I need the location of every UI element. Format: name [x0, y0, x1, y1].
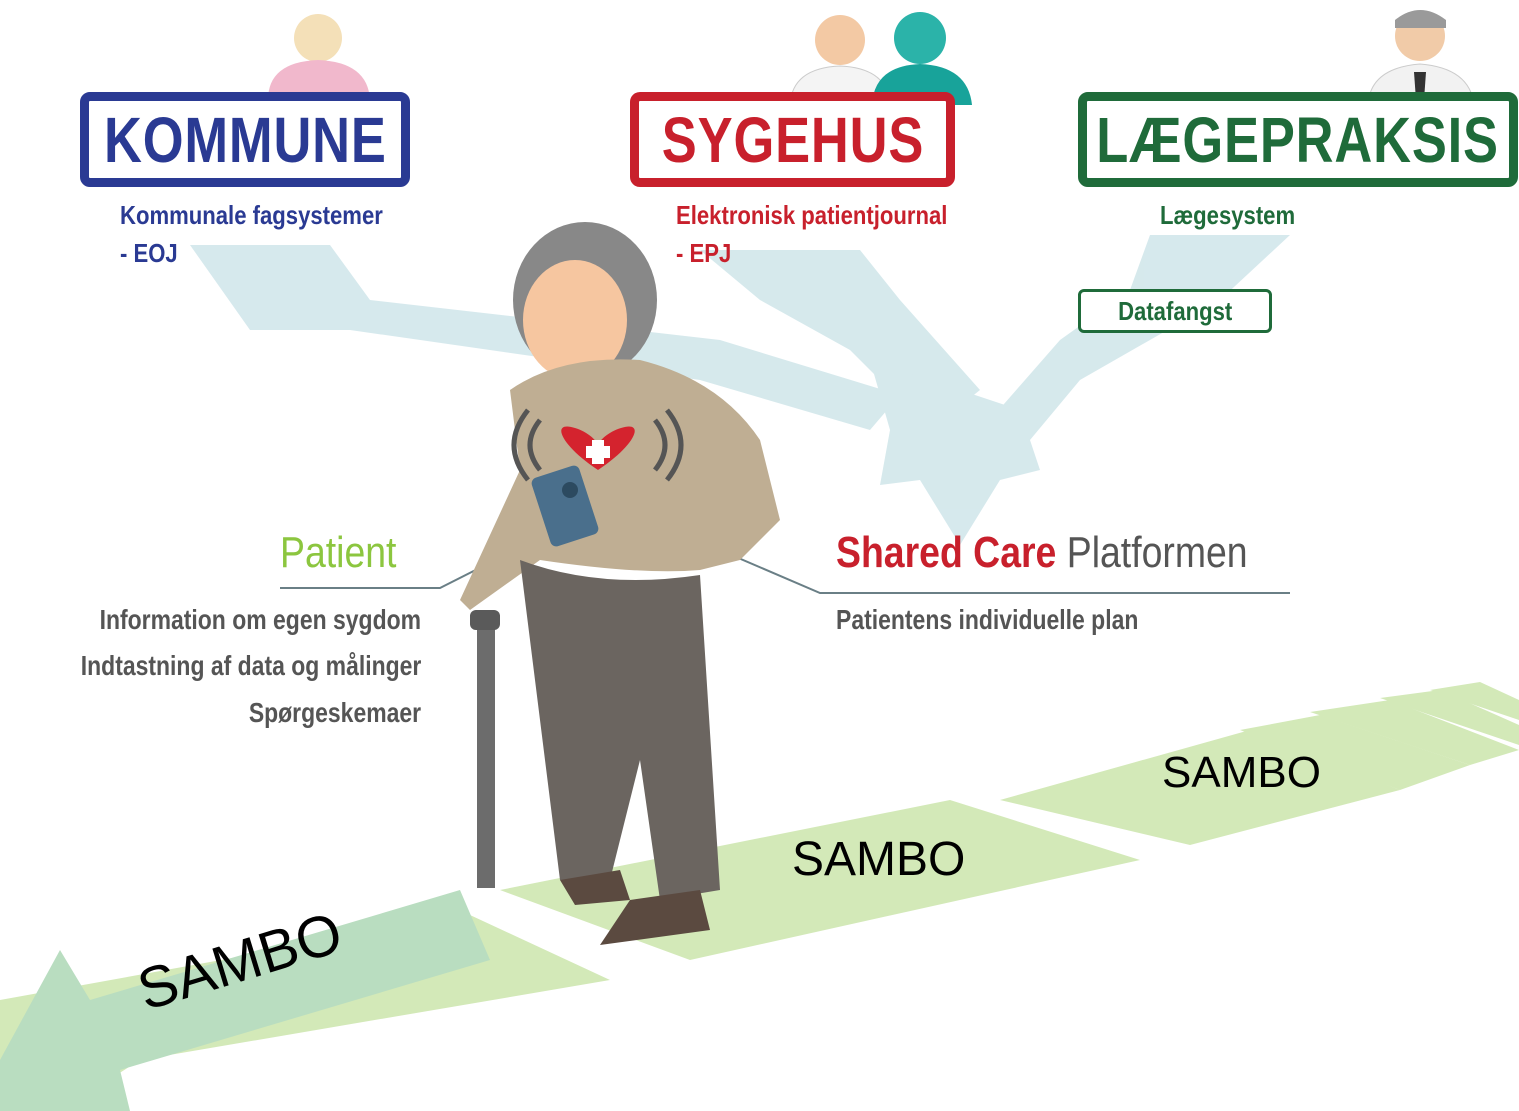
patient-item-1: Information om egen sygdom: [99, 604, 421, 635]
datafangst-box: Datafangst: [1078, 289, 1272, 333]
platform-label-part2: Platformen: [1066, 528, 1248, 577]
kommune-person-icon: [268, 14, 370, 100]
sambo-arrow: [0, 890, 490, 1111]
patient-item-3: Spørgeskemaer: [248, 697, 421, 728]
path-tiles: [0, 682, 1519, 1111]
datafangst-label: Datafangst: [1117, 295, 1233, 326]
kommune-box: KOMMUNE: [80, 92, 410, 187]
laegepraksis-box: LÆGEPRAKSIS: [1078, 92, 1518, 187]
platform-label-part1: Shared Care: [836, 528, 1057, 577]
kommune-system-line2: - EOJ: [120, 238, 178, 268]
sygehus-box: SYGEHUS: [630, 92, 955, 187]
kommune-system-line1: Kommunale fagsystemer: [120, 200, 383, 230]
platform-description: Patientens individuelle plan: [836, 604, 1139, 635]
platform-label: Shared Care Platformen: [836, 528, 1248, 578]
laegepraksis-title: LÆGEPRAKSIS: [1096, 103, 1500, 176]
kommune-title: KOMMUNE: [103, 103, 387, 176]
sambo-label-middle: SAMBO: [792, 833, 966, 886]
doctor-icon: [1367, 10, 1475, 106]
sygehus-title: SYGEHUS: [661, 103, 924, 176]
laegepraksis-system-line1: Lægesystem: [1160, 200, 1296, 230]
sygehus-system-line1: Elektronisk patientjournal: [676, 200, 948, 230]
patient-item-2: Indtastning af data og målinger: [80, 650, 421, 681]
sygehus-system-line2: - EPJ: [676, 238, 732, 268]
patient-label: Patient: [280, 528, 397, 577]
patient-figure: [460, 222, 780, 945]
sambo-label-right: SAMBO: [1162, 748, 1321, 797]
